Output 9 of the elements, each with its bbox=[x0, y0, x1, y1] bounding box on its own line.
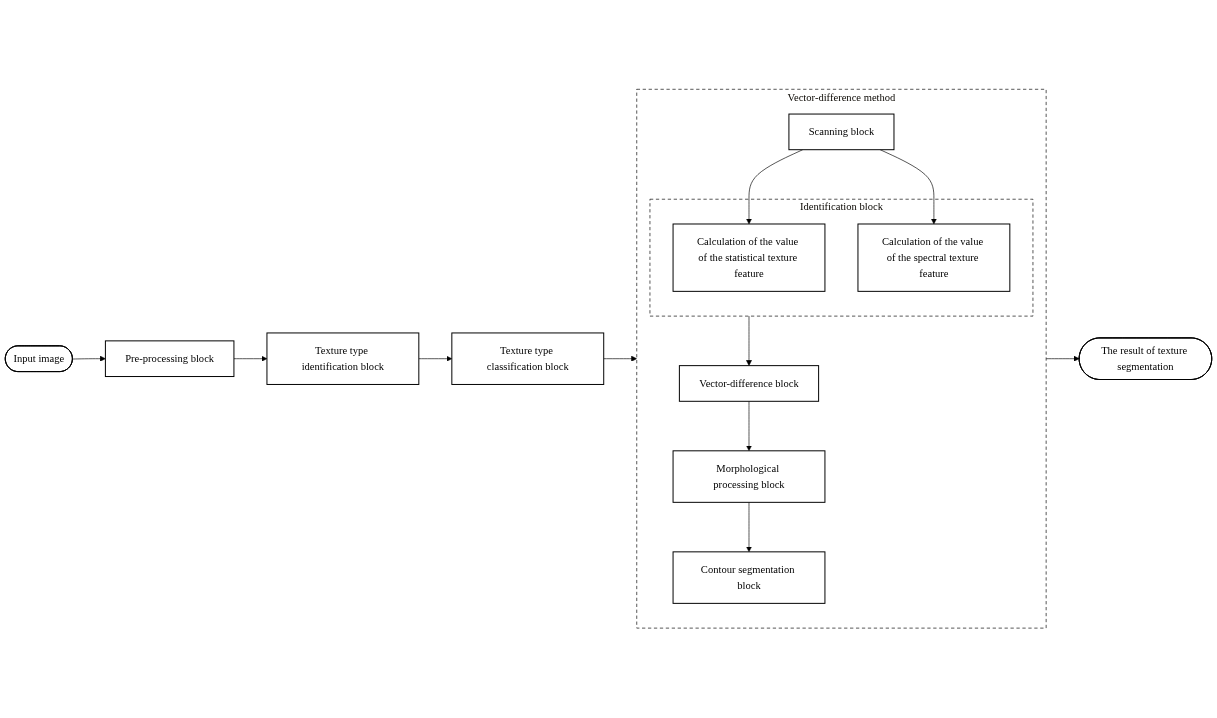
node-box: Texture type identification block bbox=[266, 332, 420, 386]
node-box: Contour segmentation block bbox=[672, 551, 826, 605]
node-box: Vector-difference block bbox=[678, 365, 820, 403]
node-box: Calculation of the value of the statistical texture feature bbox=[672, 223, 826, 293]
node-box: Morphological processing block bbox=[672, 450, 826, 504]
node-box: Calculation of the value of the spectral texture feature bbox=[857, 223, 1011, 293]
node-box: Scanning block bbox=[788, 113, 895, 151]
node-box: Pre-processing block bbox=[104, 340, 235, 378]
node-box: Texture type classification block bbox=[451, 332, 605, 386]
